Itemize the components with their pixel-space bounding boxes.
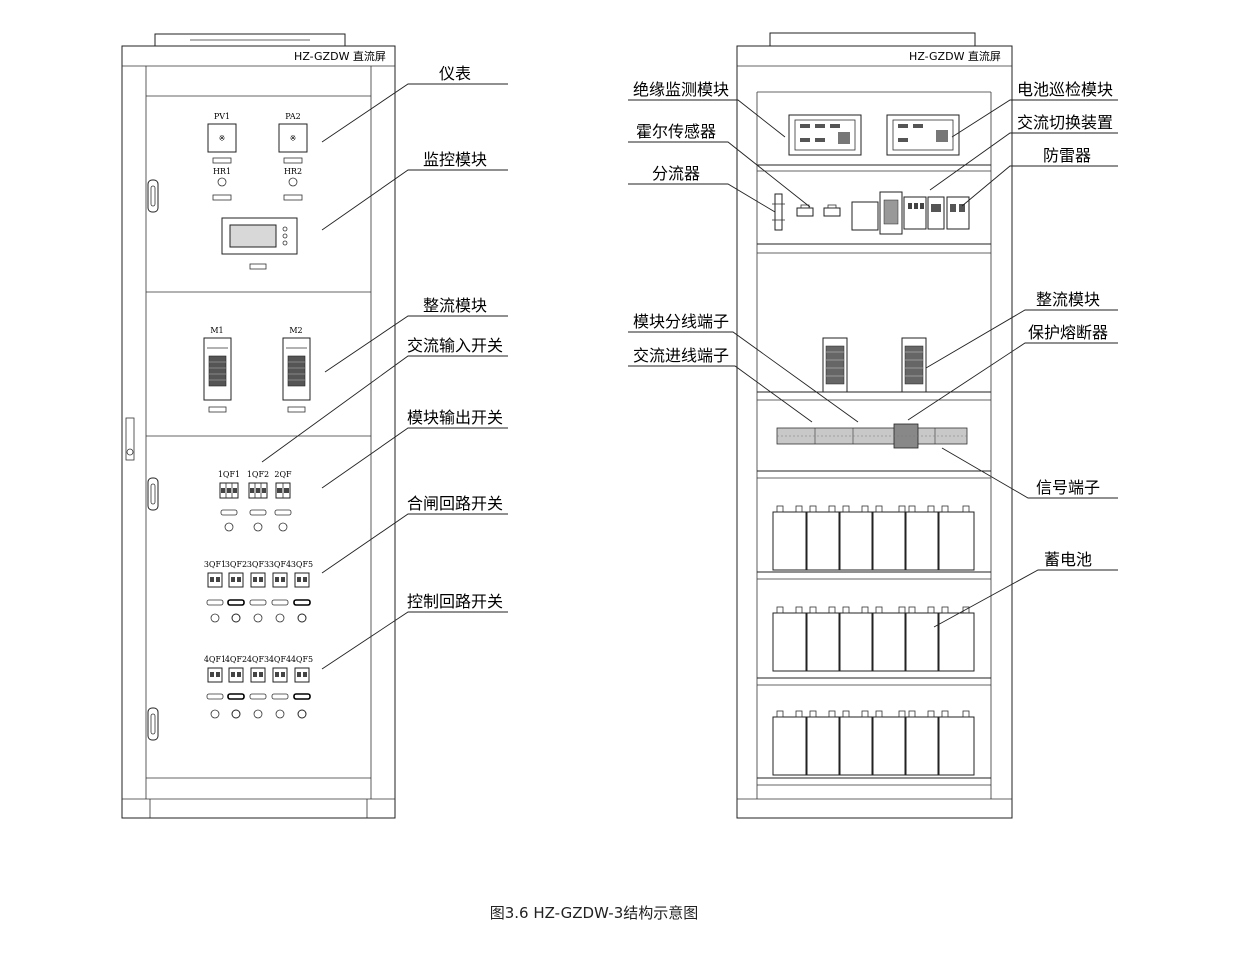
left-leader-lines bbox=[261, 83, 508, 670]
switch-label-4qf5: 4QF5 bbox=[291, 655, 313, 664]
meter-pv1: ※ bbox=[207, 123, 237, 153]
svg-text:※: ※ bbox=[219, 134, 226, 143]
callout-ac-input-switch: 交流输入开关 bbox=[407, 336, 503, 355]
terminal-strip bbox=[776, 423, 968, 449]
callout-signal-terminal: 信号端子 bbox=[1036, 478, 1100, 497]
monitoring-module bbox=[221, 217, 298, 255]
meter-label-pa2: PA2 bbox=[285, 112, 301, 121]
callout-fuse: 保护熔断器 bbox=[1028, 323, 1108, 342]
right-cabinet-header: HZ-GZDW 直流屏 bbox=[909, 49, 1001, 63]
callout-control-circuit-switch: 控制回路开关 bbox=[407, 592, 503, 611]
callout-meter: 仪表 bbox=[439, 64, 471, 83]
right-cabinet: HZ-GZDW 直流屏 bbox=[736, 32, 1013, 819]
switch-label-4qf2: 4QF2 bbox=[225, 655, 247, 664]
right-callout-labels: 绝缘监测模块 霍尔传感器 分流器 模块分线端子 交流进线端子 电池巡检模块 交流… bbox=[633, 80, 1113, 569]
callout-module-output-switch: 模块输出开关 bbox=[407, 408, 503, 427]
surge-protector bbox=[927, 196, 970, 230]
left-callout-labels: 仪表 监控模块 整流模块 交流输入开关 模块输出开关 合闸回路开关 控制回路开关 bbox=[407, 64, 503, 611]
callout-ac-terminal: 交流进线端子 bbox=[633, 346, 729, 365]
callout-battery-inspection: 电池巡检模块 bbox=[1017, 80, 1113, 99]
switch-label-4qf1: 4QF1 bbox=[204, 655, 226, 664]
rectifier-modules-interior bbox=[822, 337, 927, 393]
callout-module-terminal: 模块分线端子 bbox=[633, 312, 729, 331]
callout-surge-protector: 防雷器 bbox=[1043, 146, 1091, 165]
callout-monitor: 监控模块 bbox=[423, 150, 487, 169]
rectifier-module-m2 bbox=[282, 337, 311, 401]
callout-battery: 蓄电池 bbox=[1044, 550, 1092, 569]
battery-row-2 bbox=[772, 606, 975, 672]
switch-label-3qf2: 3QF2 bbox=[225, 560, 247, 569]
left-cabinet: HZ-GZDW 直流屏 PV1 PA2 ※ ※ HR1 HR2 M1 bbox=[121, 33, 396, 819]
callout-rectifier-right: 整流模块 bbox=[1036, 290, 1100, 309]
left-cabinet-header: HZ-GZDW 直流屏 bbox=[294, 49, 386, 63]
hall-sensors bbox=[796, 204, 841, 217]
switch-label-4qf4: 4QF4 bbox=[269, 655, 291, 664]
switch-label-2qf: 2QF bbox=[274, 470, 292, 479]
battery-row-1 bbox=[772, 505, 975, 571]
insulation-monitor-module bbox=[788, 114, 862, 156]
meter-label-pv1: PV1 bbox=[214, 112, 230, 121]
switch-2qf bbox=[275, 482, 291, 499]
meter-pa2: ※ bbox=[278, 123, 308, 153]
switch-1qf1 bbox=[219, 482, 239, 499]
switch-label-1qf2: 1QF2 bbox=[247, 470, 269, 479]
callout-rectifier-left: 整流模块 bbox=[423, 296, 487, 315]
callout-shunt: 分流器 bbox=[652, 164, 700, 183]
switch-label-3qf3: 3QF3 bbox=[247, 560, 269, 569]
svg-text:※: ※ bbox=[290, 134, 297, 143]
callout-closing-circuit-switch: 合闸回路开关 bbox=[407, 494, 503, 513]
indicator-label-hr1: HR1 bbox=[213, 167, 231, 176]
indicator-light-hr1 bbox=[217, 177, 227, 187]
switch-label-3qf4: 3QF4 bbox=[269, 560, 291, 569]
ac-switching-device bbox=[851, 191, 927, 235]
callout-insulation-monitor: 绝缘监测模块 bbox=[633, 80, 729, 99]
indicator-light-hr2 bbox=[288, 177, 298, 187]
switch-1qf2 bbox=[248, 482, 268, 499]
indicator-label-hr2: HR2 bbox=[284, 167, 302, 176]
shelves bbox=[757, 164, 991, 786]
battery-inspection-module bbox=[886, 114, 960, 156]
switch-row-3qf bbox=[207, 572, 310, 588]
figure-caption: 图3.6 HZ-GZDW-3结构示意图 bbox=[490, 904, 699, 922]
switch-label-4qf3: 4QF3 bbox=[247, 655, 269, 664]
rectifier-label-m2: M2 bbox=[289, 326, 302, 335]
switch-label-3qf1: 3QF1 bbox=[204, 560, 226, 569]
callout-ac-switching: 交流切换装置 bbox=[1017, 113, 1113, 132]
rectifier-module-m1 bbox=[203, 337, 232, 401]
switch-label-3qf5: 3QF5 bbox=[291, 560, 313, 569]
switch-label-1qf1: 1QF1 bbox=[218, 470, 240, 479]
battery-row-3 bbox=[772, 710, 975, 776]
rectifier-label-m1: M1 bbox=[210, 326, 223, 335]
shunt bbox=[772, 193, 785, 231]
switch-row-4qf bbox=[207, 667, 310, 683]
callout-hall-sensor: 霍尔传感器 bbox=[636, 122, 716, 141]
right-leader-lines bbox=[628, 99, 1118, 628]
